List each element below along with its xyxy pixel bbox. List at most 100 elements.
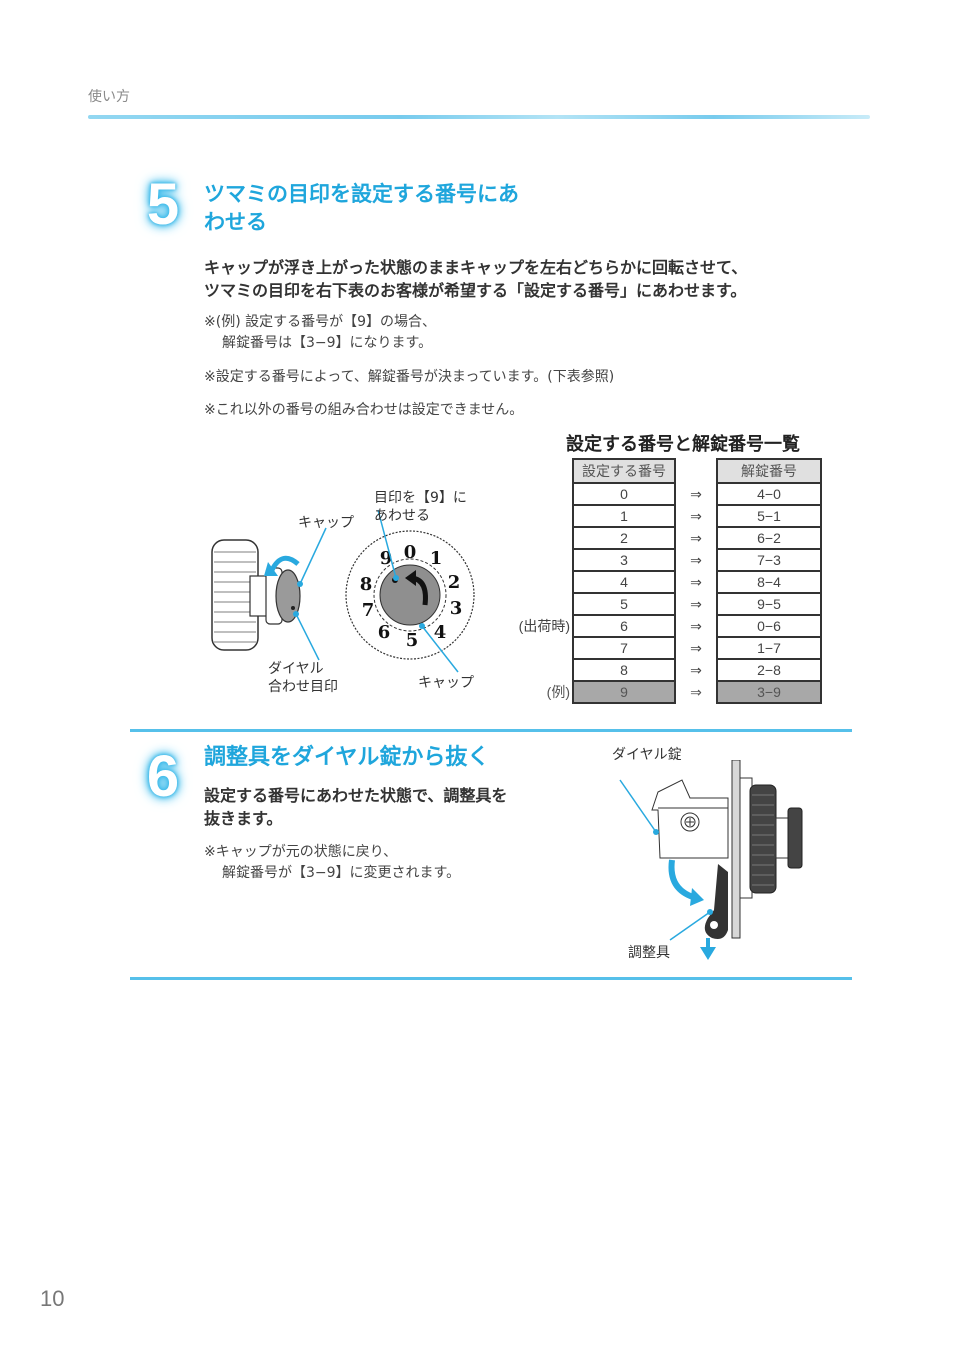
unlock-number-cell: 2−8 xyxy=(716,658,822,682)
row-side-label xyxy=(500,549,573,571)
unlock-number-cell: 9−5 xyxy=(716,592,822,616)
svg-text:4: 4 xyxy=(434,622,447,643)
code-table-row: 8 ⇒ 2−8 xyxy=(500,658,822,682)
adjuster-tool-label: 調整具 xyxy=(628,945,670,961)
dial-lock-label: ダイヤル錠 xyxy=(612,747,682,763)
lock-illustration xyxy=(619,759,803,960)
note-line: 解錠番号が【3−9】に変更されます。 xyxy=(222,865,461,881)
step-5-note-restriction: ※これ以外の番号の組み合わせは設定できません。 xyxy=(204,402,524,418)
align-mark-label-line2: あわせる xyxy=(374,508,430,524)
row-side-label xyxy=(500,505,573,527)
code-table-row: 2 ⇒ 6−2 xyxy=(500,526,822,550)
svg-text:3: 3 xyxy=(450,598,463,619)
column-header-unlock-number: 解錠番号 xyxy=(716,458,822,484)
step-5-title-line1: ツマミの目印を設定する番号にあ xyxy=(204,182,519,206)
set-number-cell: 7 xyxy=(572,636,676,660)
svg-text:7: 7 xyxy=(362,600,375,621)
note-line: 解錠番号は【3−9】になります。 xyxy=(222,335,433,351)
unlock-number-cell: 6−2 xyxy=(716,526,822,550)
unlock-number-cell: 1−7 xyxy=(716,636,822,660)
header-rule xyxy=(88,115,870,119)
cap-label-left: キャップ xyxy=(298,515,354,531)
step-5-note-example: ※(例) 設定する番号が【9】の場合、 解錠番号は【3−9】になります。 xyxy=(204,312,436,354)
unlock-number-cell: 5−1 xyxy=(716,504,822,528)
set-number-cell: 8 xyxy=(572,658,676,682)
arrow-icon: ⇒ xyxy=(690,485,702,502)
code-table-row: 4 ⇒ 8−4 xyxy=(500,570,822,594)
code-table-row: 7 ⇒ 1−7 xyxy=(500,636,822,660)
row-side-label xyxy=(500,527,573,549)
step-5-title-line2: わせる xyxy=(204,210,267,234)
step-6-title: 調整具をダイヤル錠から抜く xyxy=(204,745,490,770)
set-number-cell: 2 xyxy=(572,526,676,550)
row-side-label xyxy=(500,659,573,681)
svg-text:1: 1 xyxy=(430,548,443,569)
arrow-icon: ⇒ xyxy=(690,573,702,590)
svg-text:5: 5 xyxy=(406,630,419,651)
row-side-label xyxy=(500,483,573,505)
step-6-body-line2: 抜きます。 xyxy=(204,809,283,828)
code-table-title: 設定する番号と解錠番号一覧 xyxy=(566,434,800,455)
step-6-note: ※キャップが元の状態に戻り、 解錠番号が【3−9】に変更されます。 xyxy=(204,842,460,884)
note-line: ※(例) 設定する番号が【9】の場合、 xyxy=(204,314,437,330)
step-6-body: 設定する番号にあわせた状態で、調整具を 抜きます。 xyxy=(204,784,507,830)
align-mark-label: 目印を【9】に あわせる xyxy=(374,489,467,525)
set-number-cell: 0 xyxy=(572,482,676,506)
code-table-row: 5 ⇒ 9−5 xyxy=(500,592,822,616)
row-side-label xyxy=(500,571,573,593)
step-5-number: 5 xyxy=(146,172,180,237)
code-table-row: (例)9 ⇒ 3−9 xyxy=(500,680,822,704)
svg-text:0: 0 xyxy=(404,542,417,563)
set-number-cell: 6 xyxy=(572,614,676,638)
step-5-body-line1: キャップが浮き上がった状態のままキャップを左右どちらかに回転させて、 xyxy=(204,258,748,277)
arrow-icon: ⇒ xyxy=(690,595,702,612)
set-number-cell: 9 xyxy=(572,680,676,704)
arrow-icon: ⇒ xyxy=(690,551,702,568)
section-divider xyxy=(130,729,852,732)
row-side-label: (例) xyxy=(546,684,570,700)
row-side-label xyxy=(500,637,573,659)
row-side-label: (出荷時) xyxy=(518,618,570,634)
code-table-row: (出荷時)6 ⇒ 0−6 xyxy=(500,614,822,638)
arrow-icon: ⇒ xyxy=(690,507,702,524)
unlock-number-cell: 3−9 xyxy=(716,680,822,704)
row-side-label xyxy=(500,593,573,615)
unlock-number-cell: 4−0 xyxy=(716,482,822,506)
set-number-cell: 5 xyxy=(572,592,676,616)
unlock-number-cell: 0−6 xyxy=(716,614,822,638)
unlock-number-cell: 8−4 xyxy=(716,570,822,594)
svg-text:8: 8 xyxy=(360,574,373,595)
section-label: 使い方 xyxy=(88,89,130,105)
cap-label-bottom: キャップ xyxy=(418,675,474,691)
arrow-icon: ⇒ xyxy=(690,617,702,634)
step-5-title: ツマミの目印を設定する番号にあ わせる xyxy=(204,180,519,236)
section-divider-bottom xyxy=(130,977,852,980)
align-mark-label-line1: 目印を【9】に xyxy=(374,490,467,506)
code-table-row: 3⇒7−3 xyxy=(500,548,822,572)
tool-removal-figure xyxy=(600,759,810,965)
arrow-icon: ⇒ xyxy=(690,639,702,656)
step-5-body: キャップが浮き上がった状態のままキャップを左右どちらかに回転させて、 ツマミの目… xyxy=(204,256,747,302)
step-6-body-line1: 設定する番号にあわせた状態で、調整具を xyxy=(204,786,508,805)
unlock-number-cell: 7−3 xyxy=(716,548,822,572)
step-5-note-table-ref: ※設定する番号によって、解錠番号が決まっています。(下表参照) xyxy=(204,369,615,385)
code-table-row: 0 ⇒ 4−0 xyxy=(500,482,822,506)
step-6-number: 6 xyxy=(146,744,180,809)
page-number: 10 xyxy=(40,1286,65,1311)
arrow-icon: ⇒ xyxy=(690,683,702,700)
arrow-icon: ⇒ xyxy=(690,661,702,678)
dial-mark-label-line1: ダイヤル xyxy=(268,661,324,677)
dial-mark-label-line2: 合わせ目印 xyxy=(268,679,338,695)
set-number-cell: 4 xyxy=(572,570,676,594)
note-line: ※キャップが元の状態に戻り、 xyxy=(204,844,398,860)
column-header-set-number: 設定する番号 xyxy=(572,458,676,484)
step-5-body-line2: ツマミの目印を右下表のお客様が希望する「設定する番号」にあわせます。 xyxy=(204,281,747,300)
svg-text:2: 2 xyxy=(448,572,461,593)
set-number-cell: 1 xyxy=(572,504,676,528)
code-table-row: 1 ⇒ 5−1 xyxy=(500,504,822,528)
arrow-icon: ⇒ xyxy=(690,529,702,546)
dial-mark-label: ダイヤル 合わせ目印 xyxy=(268,660,338,696)
